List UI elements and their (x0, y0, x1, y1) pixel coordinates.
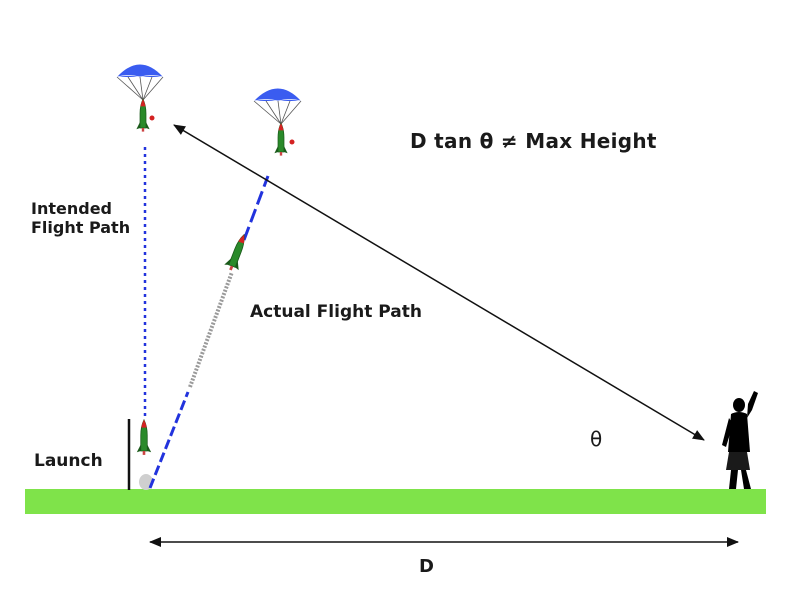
line-of-sight-arrow (173, 124, 705, 441)
observer-figure (722, 391, 758, 489)
launch-label: Launch (34, 451, 103, 471)
intended-flight-path-label: Intended Flight Path (31, 199, 131, 237)
distance-label: D (419, 556, 434, 577)
ground-strip (25, 489, 766, 514)
actual-flight-path-label: Actual Flight Path (250, 302, 422, 322)
rocket-in-flight (222, 231, 252, 274)
angle-label: θ (590, 427, 603, 451)
parachute-intended (116, 64, 164, 133)
parachute-actual (253, 88, 302, 157)
rocket-on-pad (136, 419, 152, 456)
actual-flight-path (148, 175, 270, 489)
equation-label: D tan θ ≠ Max Height (410, 129, 657, 153)
